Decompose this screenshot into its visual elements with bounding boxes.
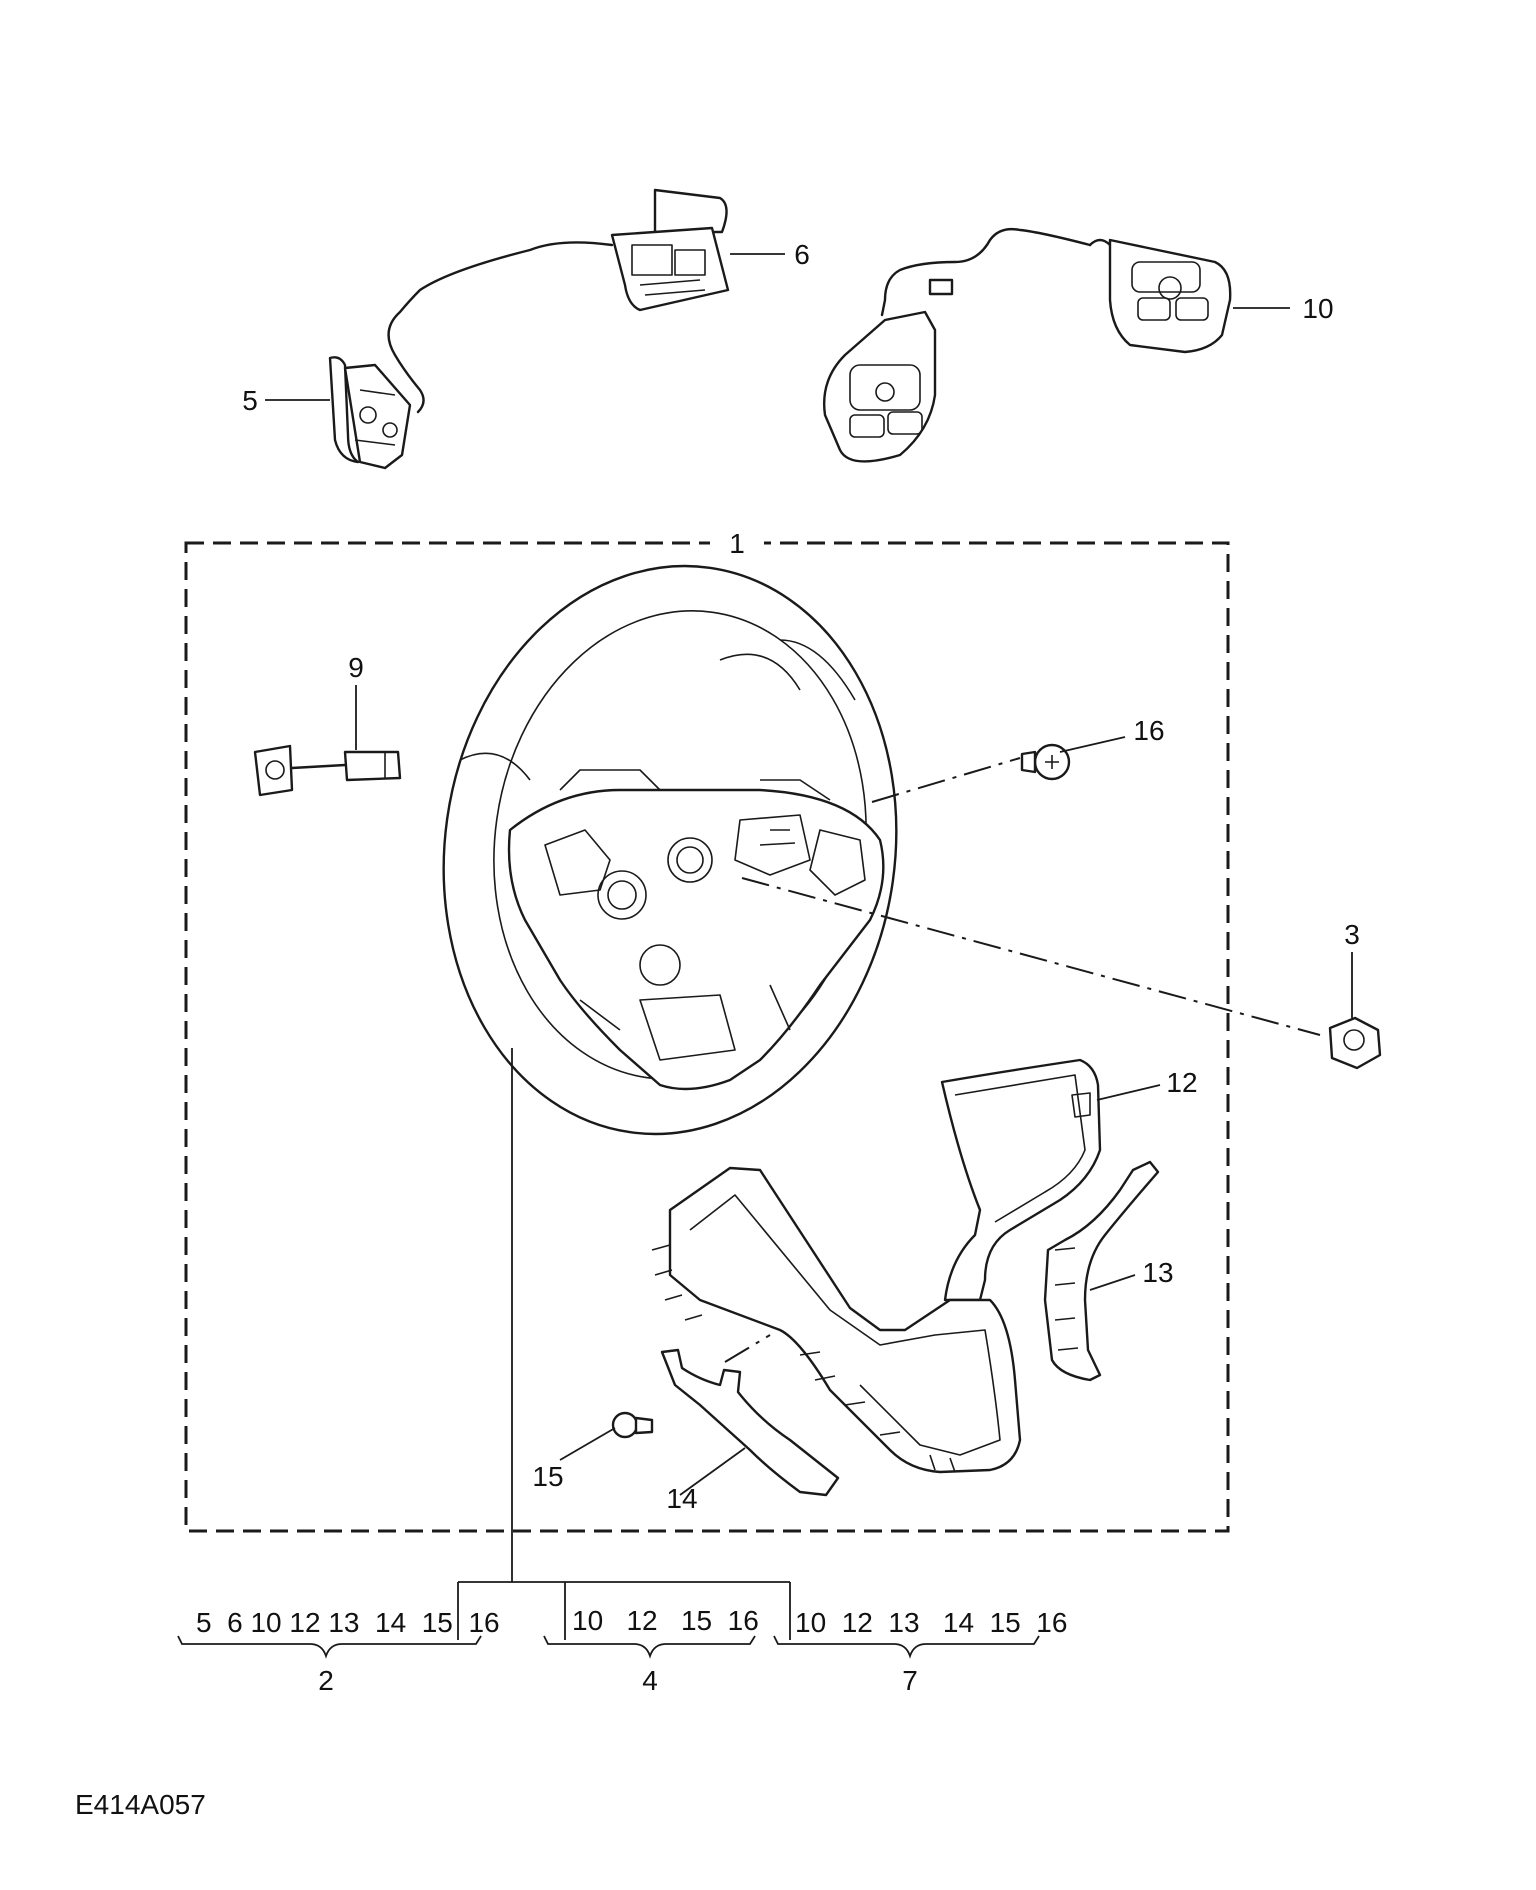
callout-3: 3 [1344,919,1360,950]
nut-part-3 [1328,1016,1382,1070]
callout-13: 13 [1142,1257,1173,1288]
kit-2-contents: 5 6 10 12 13 14 15 16 [196,1607,500,1638]
trim-piece-part-13 [1043,1160,1160,1382]
figure-code: E414A057 [75,1789,206,1820]
leader-lines [265,253,1353,1496]
callout-16: 16 [1133,715,1164,746]
callout-10: 10 [1302,293,1333,324]
callout-2: 2 [318,1665,334,1696]
callout-5: 5 [242,385,258,416]
callout-9: 9 [348,652,364,683]
kit-4-contents: 10 12 15 16 [572,1605,759,1636]
trim-bezel-part-12 [940,1058,1102,1302]
callout-6: 6 [794,239,810,270]
kit-7-contents: 10 12 13 14 15 16 [795,1607,1067,1638]
paddle-switch-right-part-6 [387,188,730,414]
cover-strip-part-14 [660,1348,840,1497]
screw-part-16 [1020,743,1071,781]
multifunction-switch-set-part-10 [823,227,1232,463]
callout-15: 15 [532,1461,563,1492]
kit-boundary-part-1 [184,541,1230,1533]
screw-part-15 [611,1411,654,1439]
callout-4: 4 [642,1665,658,1696]
alignment-line-cover [724,1334,771,1363]
kit-bracket-tree [177,1048,1040,1659]
alignment-line-nut-3 [741,877,1321,1036]
callout-1: 1 [729,528,745,559]
lower-trim-cover [651,1166,1022,1474]
callout-7: 7 [902,1665,918,1696]
connector-part-9 [253,744,402,797]
steering-wheel-part-1 [442,564,898,1136]
callout-14: 14 [666,1483,697,1514]
alignment-line-screw-16 [871,757,1021,803]
paddle-switch-left-part-5 [328,356,412,470]
callout-12: 12 [1166,1067,1197,1098]
